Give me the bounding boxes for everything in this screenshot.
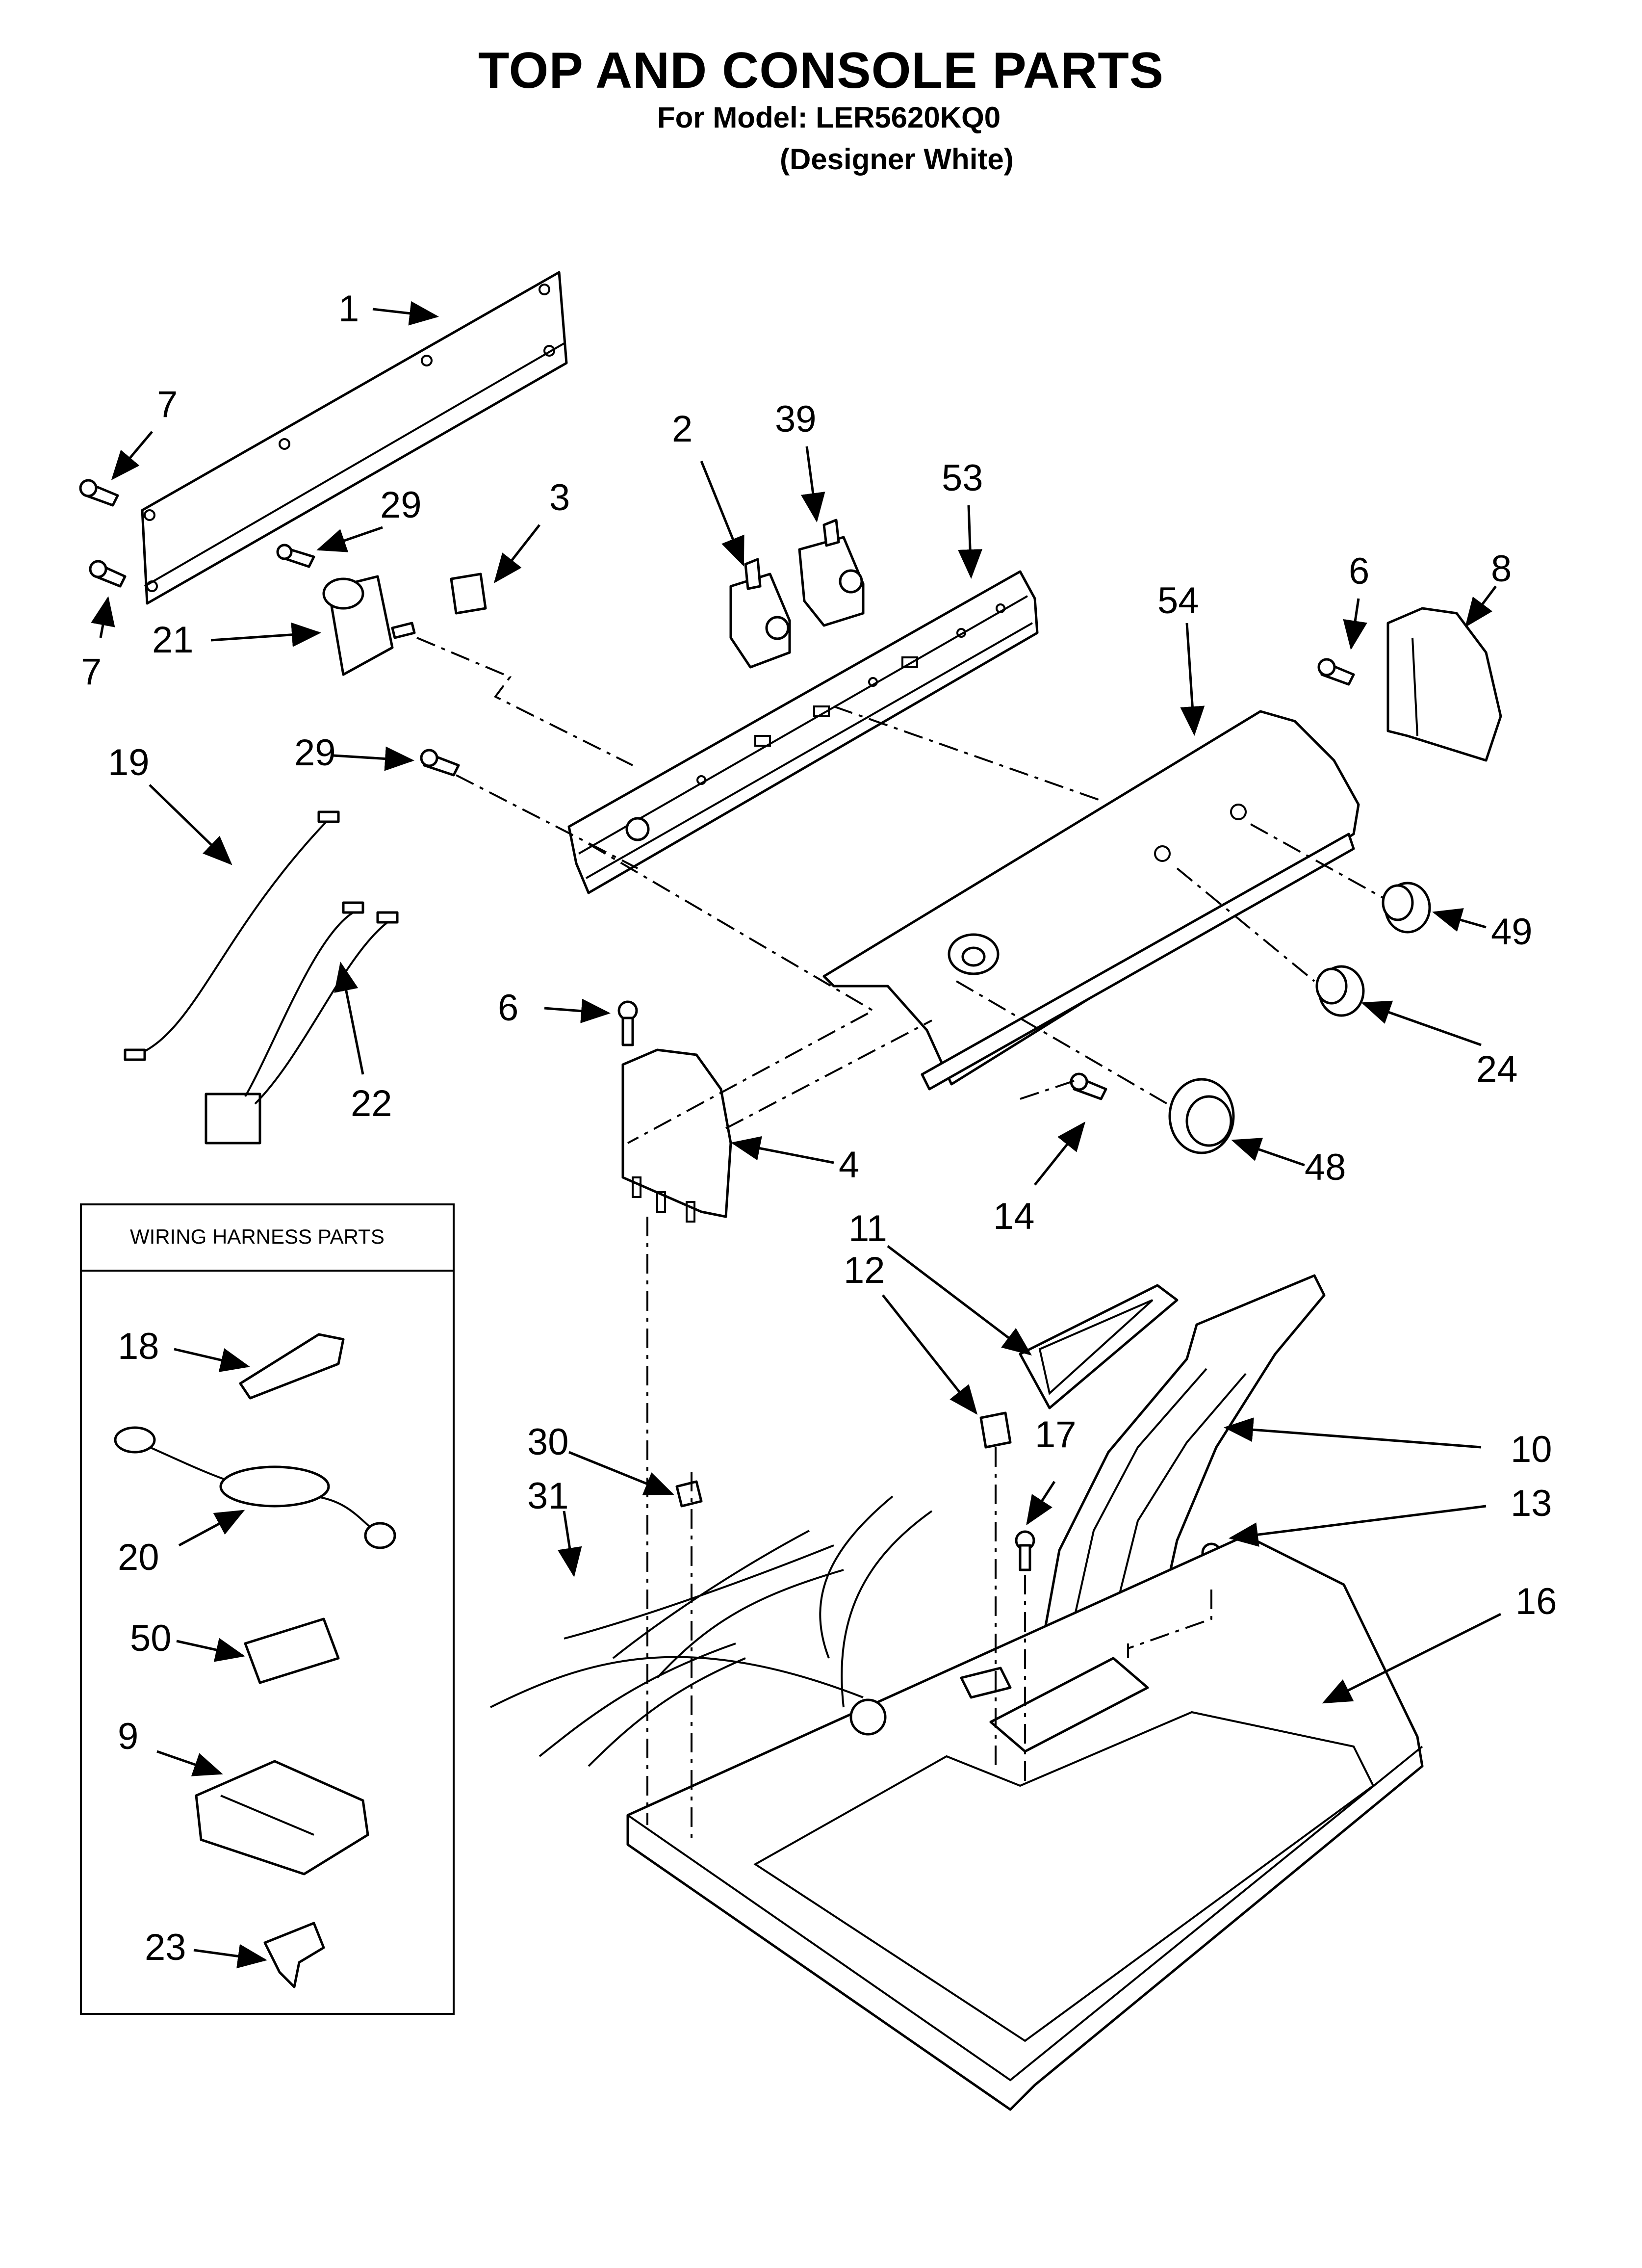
callout-labels: 1 7 7 29 3 21 29 19 22 2 39 53 54 6 8 49… — [81, 288, 1557, 1968]
knob-part — [1168, 1078, 1235, 1154]
rear-panel-part — [141, 271, 568, 605]
callout-50: 50 — [130, 1617, 172, 1659]
callout-11: 11 — [848, 1208, 887, 1250]
model-number: For Model: LER5620KQ0 — [657, 101, 1001, 134]
wiring-box-title: WIRING HARNESS PARTS — [130, 1225, 385, 1248]
switch-part — [798, 519, 865, 627]
callout-31: 31 — [527, 1475, 569, 1517]
terminal-part — [239, 1333, 345, 1400]
callout-21: 21 — [152, 619, 194, 661]
callout-1: 1 — [338, 288, 359, 330]
callout-18: 18 — [118, 1326, 159, 1367]
screw-part — [1015, 1530, 1035, 1571]
assembly-guide-lines — [416, 637, 1384, 1845]
clip-part — [450, 573, 487, 615]
callout-29-lower: 29 — [294, 732, 336, 774]
screw-part — [79, 479, 127, 588]
callout-54: 54 — [1157, 580, 1199, 622]
callout-48: 48 — [1305, 1147, 1346, 1188]
screw-part — [617, 1000, 638, 1046]
callout-24: 24 — [1476, 1048, 1518, 1090]
knob-part — [1315, 965, 1365, 1017]
callout-7-lower: 7 — [81, 651, 102, 693]
clip-part — [979, 1411, 1012, 1449]
callout-29-upper: 29 — [380, 484, 422, 526]
wire-harness-part — [205, 901, 399, 1145]
callout-8: 8 — [1491, 548, 1512, 590]
screw-part — [1317, 658, 1355, 686]
screw-part — [420, 749, 460, 777]
callout-30: 30 — [527, 1421, 569, 1463]
wire-sensor-part — [114, 1426, 396, 1549]
callout-22: 22 — [351, 1083, 392, 1124]
model-finish: (Designer White) — [780, 143, 1014, 176]
terminal-block-part — [195, 1760, 369, 1876]
callout-6-right: 6 — [1349, 550, 1369, 592]
callout-4: 4 — [839, 1144, 859, 1186]
callout-23: 23 — [145, 1927, 186, 1968]
callout-9: 9 — [118, 1716, 138, 1757]
console-part — [822, 710, 1360, 1091]
knob-part — [1382, 882, 1431, 934]
main-wire-harness-part — [490, 1480, 933, 1767]
callout-13: 13 — [1511, 1483, 1552, 1524]
switch-part — [729, 558, 791, 669]
callout-19: 19 — [108, 742, 150, 783]
end-cap-right-part — [1386, 607, 1502, 762]
callout-2: 2 — [672, 408, 693, 450]
page-title: TOP AND CONSOLE PARTS — [478, 42, 1164, 99]
callout-3: 3 — [549, 477, 570, 519]
harness-clip-part — [263, 1922, 325, 1988]
wire-part — [124, 810, 340, 1061]
dryer-top-part — [626, 1534, 1424, 2111]
end-cap-left-part — [621, 1048, 732, 1223]
timer-switch-part — [322, 575, 416, 676]
wiring-harness-box: WIRING HARNESS PARTS — [80, 1203, 455, 2015]
callout-53: 53 — [942, 457, 983, 499]
screw-part — [1070, 1072, 1107, 1100]
control-bracket-part — [567, 570, 1039, 894]
callout-49: 49 — [1491, 911, 1533, 953]
callout-7-upper: 7 — [157, 384, 178, 425]
callout-17: 17 — [1035, 1414, 1077, 1456]
callout-10: 10 — [1511, 1429, 1552, 1470]
callout-39: 39 — [775, 398, 817, 440]
callout-arrows — [91, 301, 1502, 1704]
callout-6-left: 6 — [498, 987, 518, 1029]
connector-block-part — [244, 1617, 340, 1684]
lint-screen-cover-part — [1019, 1284, 1179, 1409]
screw-part — [276, 544, 315, 568]
callout-16: 16 — [1515, 1581, 1557, 1622]
callout-20: 20 — [118, 1537, 159, 1578]
callout-12: 12 — [844, 1250, 885, 1291]
callout-14: 14 — [993, 1196, 1035, 1237]
